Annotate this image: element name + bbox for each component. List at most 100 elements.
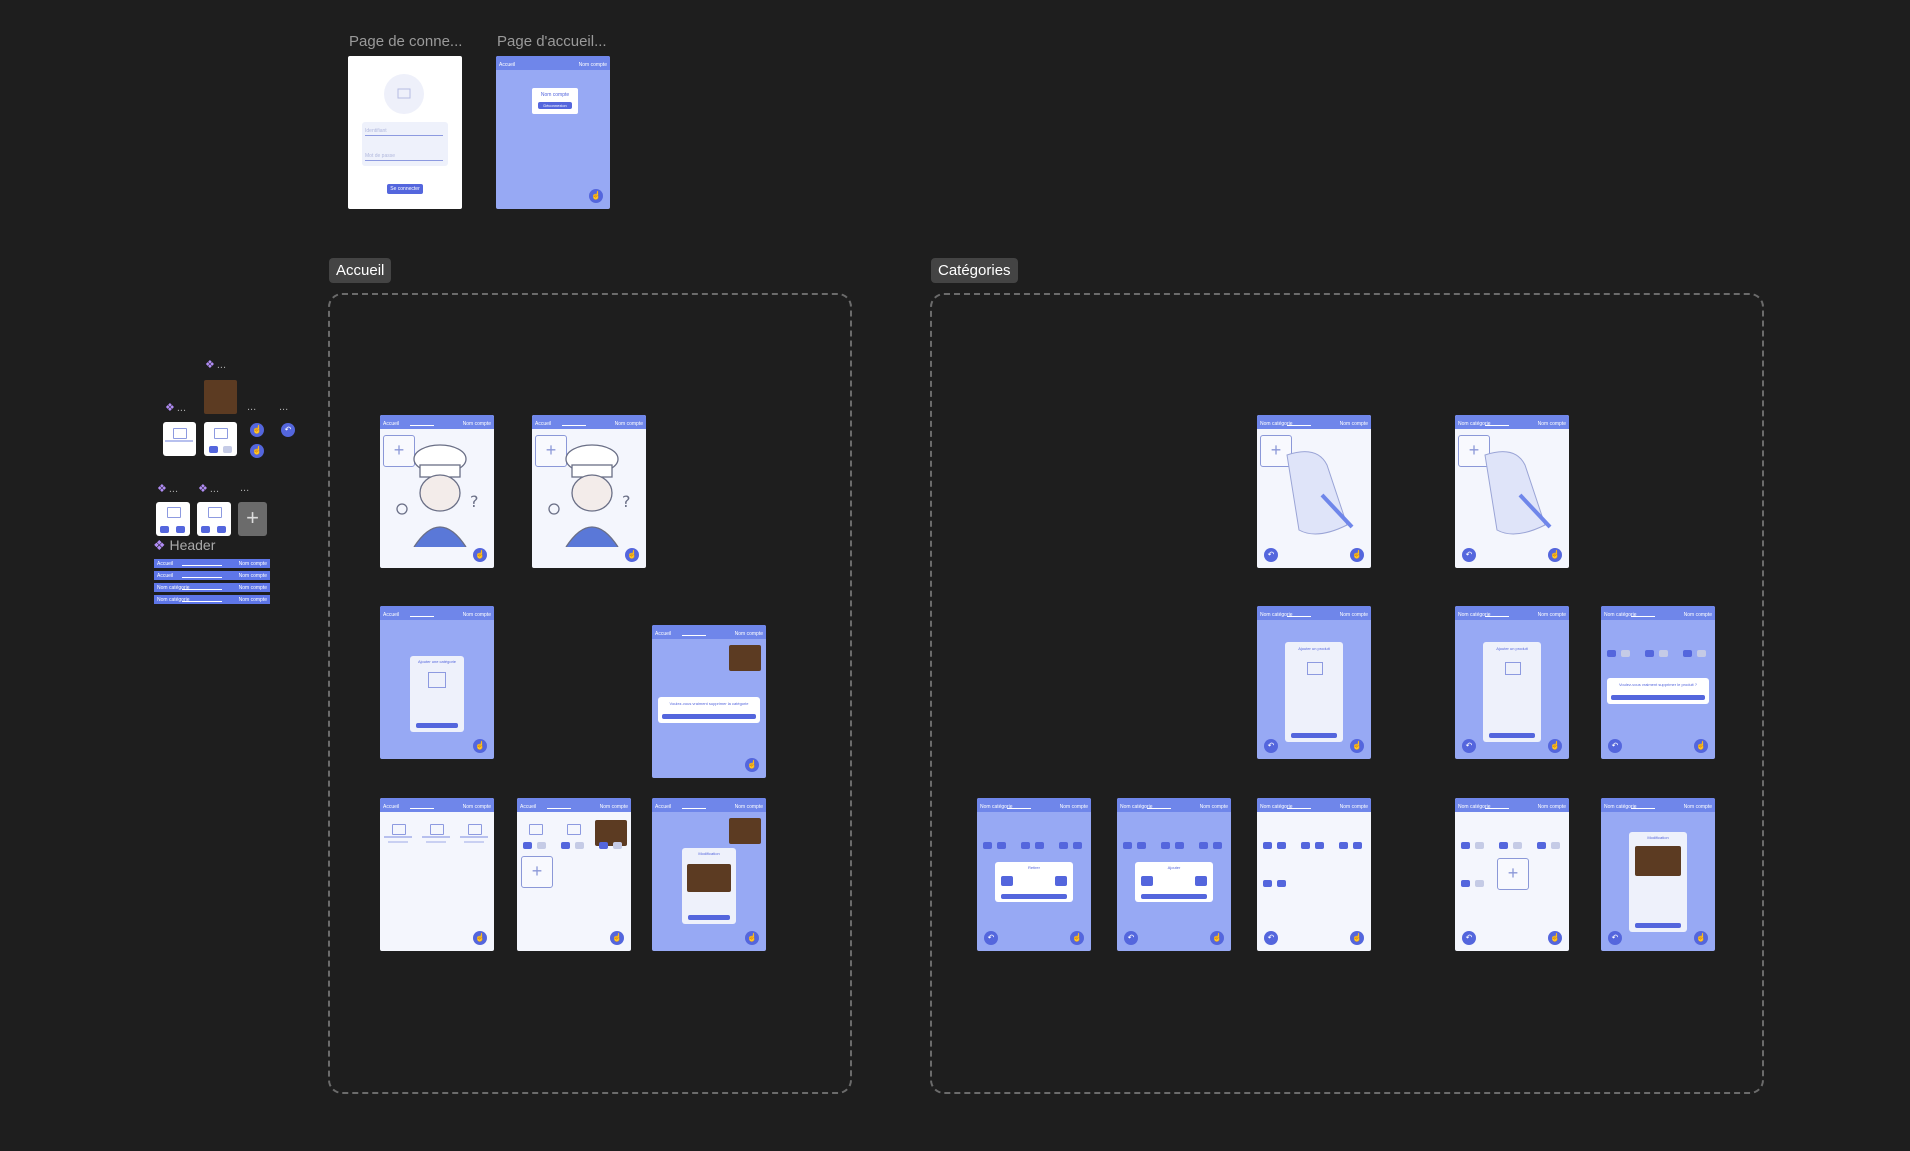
back-icon[interactable]: ↶ (1462, 548, 1476, 562)
password-field[interactable]: Mot de passe (365, 153, 396, 159)
component-set-4[interactable]: ❖... (198, 483, 220, 495)
component-dots-1[interactable]: ... (247, 401, 257, 413)
plus-icon[interactable] (1315, 842, 1324, 849)
hand-icon-component-2[interactable]: ☝ (250, 444, 264, 458)
edit-icon[interactable] (201, 526, 210, 533)
minus-icon[interactable] (1123, 842, 1132, 849)
delete-icon[interactable] (537, 842, 546, 849)
category-cell[interactable] (384, 820, 412, 850)
edit-icon[interactable] (523, 842, 532, 849)
delete-icon[interactable] (1659, 650, 1668, 657)
confirm-button[interactable] (1001, 894, 1067, 899)
edit-icon[interactable] (1461, 842, 1470, 849)
hand-icon[interactable]: ☝ (473, 931, 487, 945)
plus-icon[interactable] (1073, 842, 1082, 849)
minus-icon[interactable] (1161, 842, 1170, 849)
hand-icon[interactable]: ☝ (625, 548, 639, 562)
delete-icon[interactable] (1551, 842, 1560, 849)
minus-icon[interactable] (160, 526, 169, 533)
edit-icon[interactable] (1645, 650, 1654, 657)
confirm-button[interactable] (688, 915, 730, 920)
component-dots-3[interactable]: ... (240, 482, 250, 494)
hand-icon[interactable]: ☝ (473, 739, 487, 753)
plus-icon[interactable] (1213, 842, 1222, 849)
edit-icon[interactable] (209, 446, 218, 453)
hand-icon[interactable]: ☝ (1350, 739, 1364, 753)
plus-icon[interactable] (997, 842, 1006, 849)
validate-button[interactable] (416, 723, 458, 728)
minus-icon[interactable] (1263, 842, 1272, 849)
hand-icon[interactable]: ☝ (1694, 739, 1708, 753)
bread-card-component[interactable] (204, 380, 237, 414)
delete-icon[interactable] (1621, 650, 1630, 657)
minus-icon[interactable] (1021, 842, 1030, 849)
delete-icon[interactable] (575, 842, 584, 849)
edit-icon[interactable] (1607, 650, 1616, 657)
edit-icon[interactable] (561, 842, 570, 849)
hand-icon[interactable]: ☝ (745, 758, 759, 772)
hand-icon-component[interactable]: ☝ (250, 423, 264, 437)
add-category-button[interactable]: + (535, 435, 567, 467)
hand-icon[interactable]: ☝ (1548, 739, 1562, 753)
plus-icon[interactable] (1035, 842, 1044, 849)
product-card-component[interactable] (156, 502, 190, 536)
section-tag-categories[interactable]: Catégories (931, 258, 1018, 283)
add-button[interactable] (1291, 733, 1337, 738)
logout-button[interactable]: Déconnexion (538, 102, 572, 109)
hand-icon[interactable]: ☝ (1548, 548, 1562, 562)
category-card-component[interactable] (163, 422, 196, 456)
plus-icon[interactable] (1353, 842, 1362, 849)
back-icon[interactable]: ↶ (1264, 739, 1278, 753)
hand-icon[interactable]: ☝ (1548, 931, 1562, 945)
minus-icon[interactable] (1263, 880, 1272, 887)
back-icon[interactable]: ↶ (1608, 739, 1622, 753)
chevron-left-icon[interactable] (1001, 876, 1013, 886)
minus-icon[interactable] (1199, 842, 1208, 849)
add-button[interactable] (1489, 733, 1535, 738)
hand-icon[interactable]: ☝ (610, 931, 624, 945)
category-cell[interactable] (460, 820, 488, 850)
back-icon-component[interactable]: ↶ (281, 423, 295, 437)
delete-icon[interactable] (223, 446, 232, 453)
header-component-label[interactable]: ❖ Header (153, 537, 216, 553)
hand-icon[interactable]: ☝ (1350, 548, 1364, 562)
delete-icon[interactable] (613, 842, 622, 849)
chevron-left-icon[interactable] (1141, 876, 1153, 886)
minus-icon[interactable] (1301, 842, 1310, 849)
home-frame[interactable]: Accueil Nom compte Nom compte Déconnexio… (496, 56, 610, 209)
add-product-button[interactable]: + (1260, 435, 1292, 467)
edit-icon[interactable] (1461, 880, 1470, 887)
chevron-right-icon[interactable] (1195, 876, 1207, 886)
back-icon[interactable]: ↶ (1124, 931, 1138, 945)
delete-button[interactable] (662, 714, 756, 719)
add-category-button[interactable]: + (521, 856, 553, 888)
component-set-3[interactable]: ❖... (157, 483, 179, 495)
delete-icon[interactable] (1475, 842, 1484, 849)
plus-icon[interactable] (176, 526, 185, 533)
delete-icon[interactable] (217, 526, 226, 533)
delete-icon[interactable] (1513, 842, 1522, 849)
chevron-right-icon[interactable] (1055, 876, 1067, 886)
edit-icon[interactable] (1537, 842, 1546, 849)
add-product-button[interactable]: + (1497, 858, 1529, 890)
add-card-component[interactable]: + (238, 502, 267, 536)
image-icon[interactable] (1505, 662, 1521, 675)
confirm-button[interactable] (1635, 923, 1681, 928)
plus-icon[interactable] (1277, 842, 1286, 849)
